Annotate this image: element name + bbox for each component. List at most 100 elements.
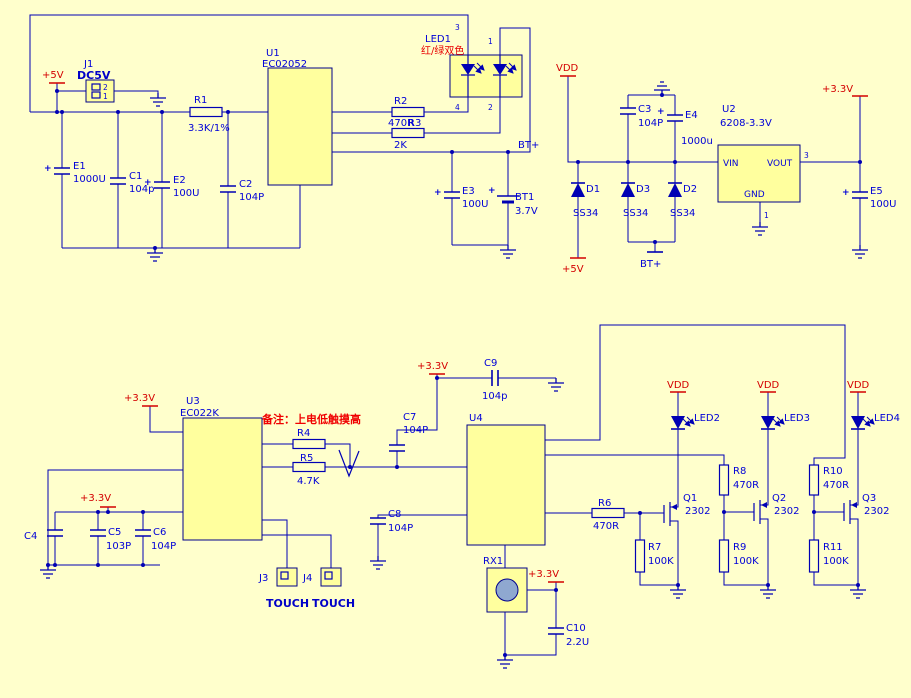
capacitor-E4[interactable]: + E4 1000u	[657, 107, 713, 147]
pin-number: 3	[455, 23, 460, 32]
value-label: 103P	[106, 541, 131, 552]
resistor-R6[interactable]: R6 470R	[591, 498, 625, 532]
ic-U1[interactable]: U1 EC02052	[262, 48, 333, 186]
diode-D2[interactable]: D2 SS34	[668, 182, 697, 219]
value-label: SS34	[670, 208, 695, 219]
polarity-plus: +	[842, 188, 850, 198]
resistor-R4[interactable]: R4	[292, 428, 326, 450]
resistor-R9[interactable]: R9 100K	[718, 539, 760, 573]
capacitor-C3[interactable]: C3 104P	[620, 104, 663, 129]
capacitor-E3[interactable]: + E3 100U	[434, 186, 488, 210]
ref-label: RX1	[483, 556, 503, 567]
resistor-R3[interactable]: R3 2K	[391, 118, 425, 151]
resistor-R10[interactable]: R10 470R	[808, 464, 850, 496]
value-label: 100K	[733, 556, 759, 567]
ref-label: R11	[823, 542, 843, 553]
connector-body	[85, 79, 115, 103]
ic-U4[interactable]: U4	[466, 413, 546, 546]
pin-number: 1	[764, 211, 769, 220]
led-LED4[interactable]: LED4	[851, 413, 900, 430]
led-LED2[interactable]: LED2	[671, 413, 720, 430]
ref-label: E2	[173, 175, 186, 186]
net-label-vdd-led2: VDD	[667, 380, 690, 391]
value-label: 1000U	[73, 174, 106, 185]
touch-sensor-RX1[interactable]: RX1	[483, 556, 528, 613]
led-triangle	[671, 416, 685, 429]
capacitor-C6[interactable]: C6 104P	[135, 527, 176, 552]
capacitor-E1[interactable]: + E1 1000U	[44, 161, 106, 185]
value-label: 470R	[388, 118, 414, 129]
value-label: 470R	[733, 480, 759, 491]
mosfet-arrow	[851, 502, 857, 508]
connector-pin	[280, 571, 289, 580]
wire-segments	[29, 14, 861, 656]
connector-body	[276, 567, 298, 587]
capacitor-C9[interactable]: C9 104p	[482, 358, 507, 402]
polarity-plus: +	[44, 164, 52, 174]
mosfet-Q2[interactable]: Q2 2302	[753, 493, 799, 524]
capacitor-C2[interactable]: C2 104P	[220, 179, 264, 203]
led-LED3[interactable]: LED3	[761, 413, 810, 430]
led-triangle	[851, 416, 865, 429]
pin-number: 1	[103, 92, 108, 101]
capacitor-plates	[90, 529, 106, 537]
ref-label: C4	[24, 531, 37, 542]
resistor-R1[interactable]: R1 3.3K/1%	[188, 95, 230, 134]
led-LED1[interactable]: LED1 红/绿双色 3 1 4 2	[421, 23, 523, 112]
capacitor-E5[interactable]: + E5 100U	[842, 186, 896, 210]
connector-pin	[324, 571, 333, 580]
diode-D1[interactable]: D1 SS34	[571, 182, 600, 219]
ic-U2[interactable]: U2 6208-3.3V VIN VOUT GND 3 1	[717, 104, 809, 220]
ic-U3[interactable]: U3 EC022K	[180, 396, 263, 541]
ref-label: LED4	[874, 413, 900, 424]
ref-label: E5	[870, 186, 883, 197]
polarity-plus: +	[488, 186, 496, 196]
capacitor-C1[interactable]: C1 104p	[110, 171, 154, 195]
capacitor-C7[interactable]: C7 104P	[389, 412, 428, 452]
connector-pin	[91, 83, 101, 91]
connector-J4[interactable]: J4	[302, 567, 342, 587]
ref-label: R10	[823, 466, 843, 477]
resistor-R11[interactable]: R11 100K	[808, 539, 850, 573]
ref-label: Q3	[862, 493, 876, 504]
net-label-33v-u2: +3.3V	[822, 84, 853, 95]
ref-label: C9	[484, 358, 497, 369]
capacitor-plates	[220, 185, 236, 193]
capacitor-E2[interactable]: + E2 100U	[144, 175, 199, 199]
resistor-body	[292, 438, 326, 450]
resistor-R5[interactable]: R5 4.7K	[292, 453, 326, 487]
value-label: 1000u	[681, 136, 713, 147]
value-label: SS34	[573, 208, 598, 219]
value-label: 2.2U	[566, 637, 589, 648]
mosfet-Q3[interactable]: Q3 2302	[843, 493, 889, 524]
led-emission-arrow	[682, 418, 691, 427]
diode-D3[interactable]: D3 SS34	[621, 182, 650, 219]
polarity-plus: +	[657, 107, 665, 117]
connector-J3[interactable]: J3	[258, 567, 298, 587]
resistor-R8[interactable]: R8 470R	[718, 464, 760, 496]
capacitor-C8[interactable]: C8 104P	[370, 509, 413, 534]
capacitor-C10[interactable]: C10 2.2U	[548, 623, 589, 648]
pin-name-vin: VIN	[723, 159, 739, 169]
resistor-body	[189, 106, 223, 118]
capacitor-plates	[852, 191, 868, 199]
resistor-R2[interactable]: R2 470R	[388, 96, 425, 129]
mosfet-Q1[interactable]: Q1 2302	[663, 493, 710, 526]
battery-BT1[interactable]: + BT1 3.7V	[488, 186, 538, 217]
ref-label: C1	[129, 171, 142, 182]
connector-body	[320, 567, 342, 587]
ref-label: R9	[733, 542, 746, 553]
capacitor-C5[interactable]: C5 103P	[90, 527, 131, 552]
touch-label-j4: TOUCH	[312, 597, 355, 610]
net-label-5v-d1: +5V	[562, 264, 584, 275]
pin-name-gnd: GND	[744, 190, 765, 200]
polarity-plus: +	[434, 188, 442, 198]
connector-J1[interactable]: 2 1 J1 DC5V	[77, 59, 115, 103]
capacitor-C4[interactable]: C4	[24, 529, 63, 542]
value-label: DC5V	[77, 69, 111, 82]
net-label-33v-c7: +3.3V	[417, 361, 448, 372]
touch-annotation-arrow	[338, 449, 360, 478]
resistor-R7[interactable]: R7 100K	[634, 539, 675, 573]
ref-label: LED1	[425, 34, 451, 45]
